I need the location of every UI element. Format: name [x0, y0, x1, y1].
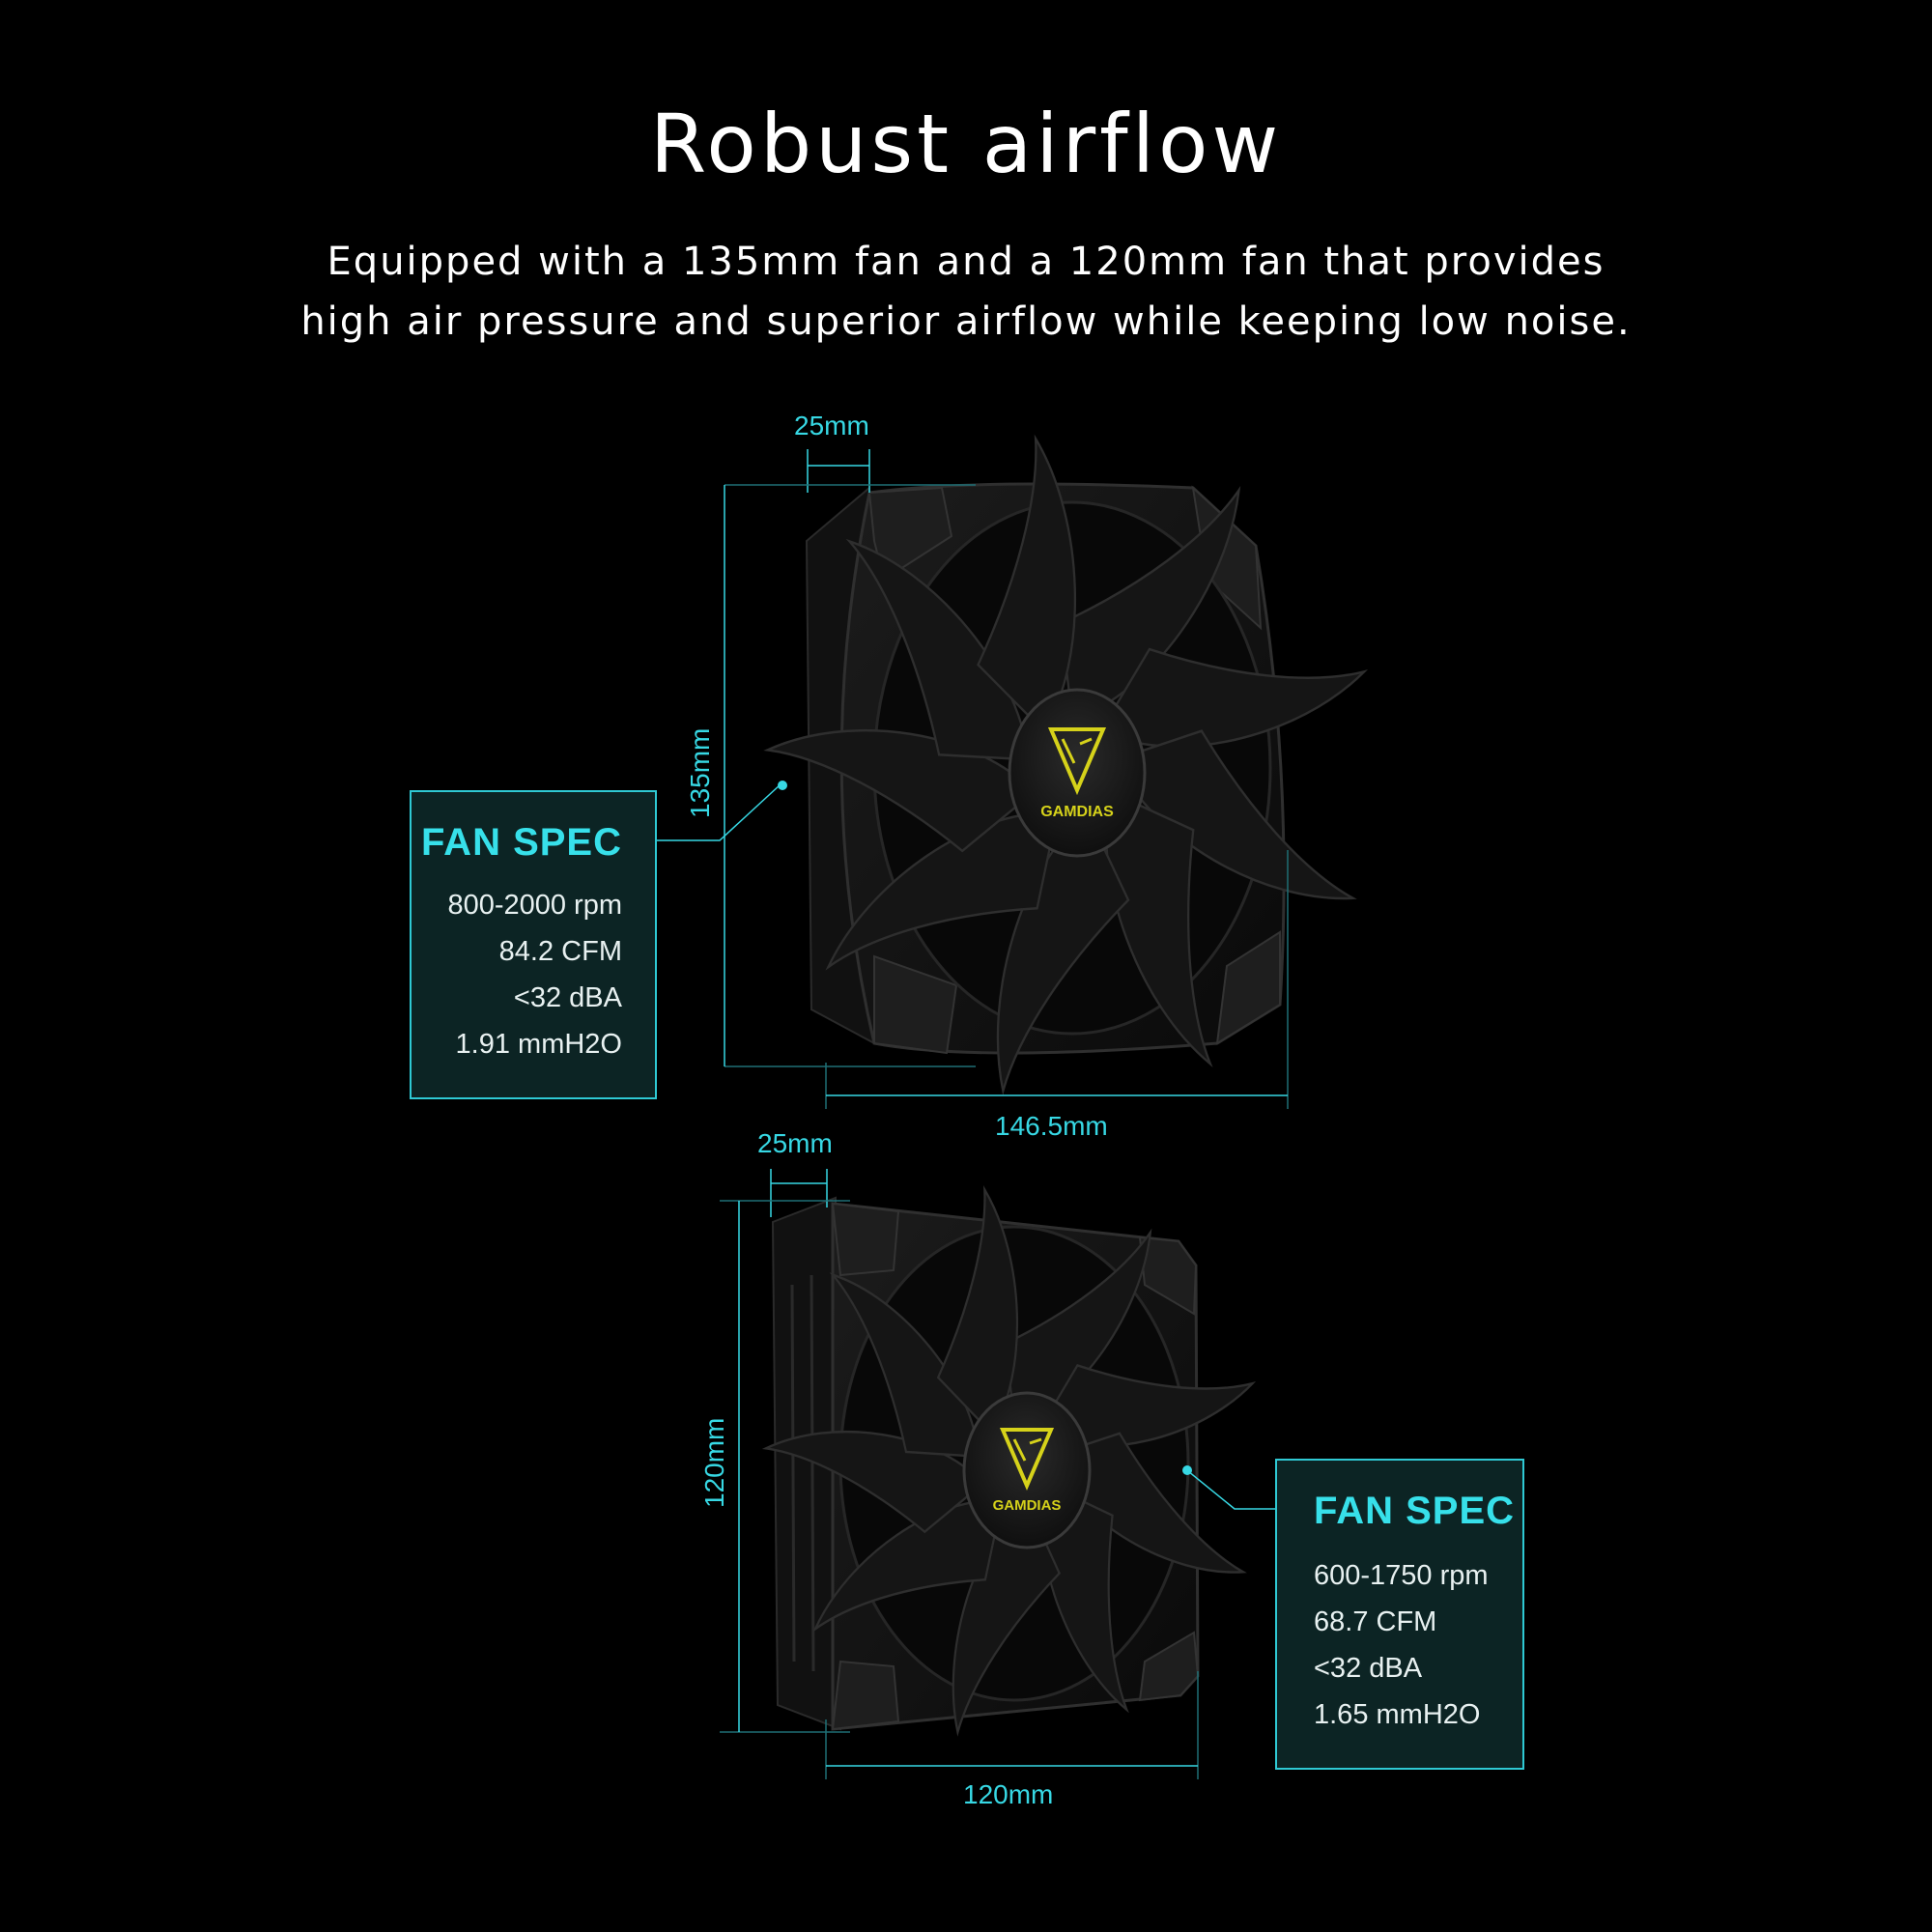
fan-135-spec-speed: 800-2000 rpm	[447, 890, 622, 921]
fan-135-illustration: GAMDIAS	[766, 437, 1366, 1093]
fan-120-spec-speed: 600-1750 rpm	[1314, 1560, 1489, 1591]
fan-120-brand: GAMDIAS	[993, 1497, 1062, 1514]
fan-135-dimension-lines	[657, 449, 1289, 1109]
fan-135-spec-pressure: 1.91 mmH2O	[455, 1029, 622, 1060]
fan-135-spec-list: 800-2000 rpm 84.2 CFM <32 dBA 1.91 mmH2O	[412, 882, 622, 1067]
fan-120-dimension-lines	[720, 1169, 1275, 1779]
fan-135-brand: GAMDIAS	[1040, 804, 1114, 820]
subtitle-line-2: high air pressure and superior airflow w…	[300, 299, 1632, 344]
fan-135-callout-dot	[778, 781, 787, 790]
fan-135-spec-panel: FAN SPEC 800-2000 rpm 84.2 CFM <32 dBA 1…	[410, 790, 657, 1099]
fan-120-spec-list: 600-1750 rpm 68.7 CFM <32 dBA 1.65 mmH2O	[1314, 1552, 1522, 1738]
fan-135-height-label: 135mm	[685, 727, 715, 818]
page-title: Robust airflow	[649, 97, 1283, 191]
fan-120-depth-label: 25mm	[757, 1128, 833, 1158]
fan-135-width-label: 146.5mm	[995, 1111, 1108, 1141]
fan-120-callout-dot	[1182, 1465, 1192, 1475]
fan-135-spec-airflow: 84.2 CFM	[498, 936, 622, 967]
fan-135-depth-label: 25mm	[794, 411, 869, 440]
fan-120-spec-noise: <32 dBA	[1314, 1653, 1423, 1684]
fan-120-height-label: 120mm	[699, 1417, 729, 1508]
fan-135-spec-heading: FAN SPEC	[420, 821, 622, 864]
fan-120-spec-panel: FAN SPEC 600-1750 rpm 68.7 CFM <32 dBA 1…	[1275, 1459, 1524, 1770]
fan-135-spec-noise: <32 dBA	[513, 982, 622, 1013]
gamdias-logo-icon	[999, 1428, 1055, 1492]
gamdias-logo-icon	[1047, 727, 1107, 796]
fan-120-illustration: GAMDIAS	[764, 1188, 1254, 1734]
page-subtitle: Equipped with a 135mm fan and a 120mm fa…	[193, 232, 1739, 352]
fan-120-spec-airflow: 68.7 CFM	[1314, 1606, 1437, 1637]
fan-120-spec-pressure: 1.65 mmH2O	[1314, 1699, 1481, 1730]
fan-120-spec-heading: FAN SPEC	[1314, 1490, 1516, 1532]
fan-120-width-label: 120mm	[963, 1779, 1054, 1809]
subtitle-line-1: Equipped with a 135mm fan and a 120mm fa…	[327, 240, 1605, 284]
